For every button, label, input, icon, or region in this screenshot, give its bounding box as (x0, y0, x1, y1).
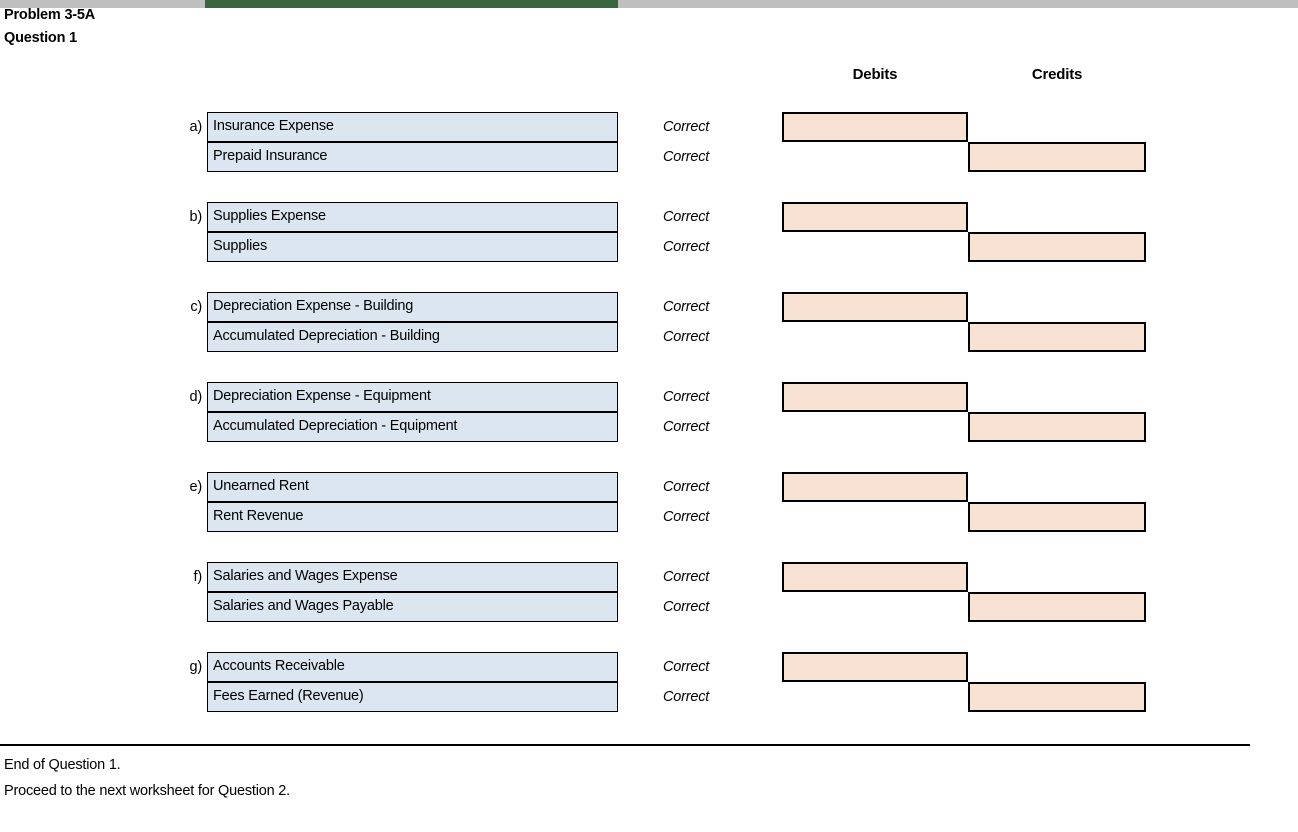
entry-letter-label: g) (189, 659, 203, 675)
answer-status-label: Correct (663, 239, 710, 255)
journal-entry-row: f)Salaries and Wages Expense Correct (0, 562, 1298, 592)
journal-entry-row: a)Insurance Expense Correct (0, 112, 1298, 142)
column-header-credits: Credits (1031, 66, 1083, 83)
entry-letter-label: a) (189, 119, 203, 135)
entry-letter-label: d) (189, 389, 203, 405)
debit-amount-input[interactable] (782, 652, 968, 682)
journal-entry-row: d)Depreciation Expense - Equipment Correc… (0, 382, 1298, 412)
answer-status-label: Correct (663, 509, 710, 525)
journal-entry-row: c) Depreciation Expense - Building Correct (0, 292, 1298, 322)
journal-entry-row: Accumulated Depreciation - Building Corre… (0, 322, 1298, 352)
answer-status-label: Correct (663, 149, 710, 165)
account-name-input[interactable]: Supplies Expense (207, 202, 618, 232)
journal-entry-row: e)Unearned Rent Correct (0, 472, 1298, 502)
credit-amount-input[interactable] (968, 232, 1146, 262)
journal-entry-row: Supplies Correct (0, 232, 1298, 262)
journal-entry-row: Rent Revenue Correct (0, 502, 1298, 532)
credit-amount-input[interactable] (968, 322, 1146, 352)
account-name-input[interactable]: Accumulated Depreciation - Equipment (207, 412, 618, 442)
window-chrome-strip (0, 0, 1298, 8)
answer-status-label: Correct (663, 419, 710, 435)
title-block: Problem 3-5A Question 1 (4, 4, 404, 50)
problem-title: Problem 3-5A (4, 7, 96, 23)
footer-block: End of Question 1. Proceed to the next w… (4, 752, 704, 804)
answer-status-label: Correct (663, 479, 710, 495)
account-name-input[interactable]: Rent Revenue (207, 502, 618, 532)
journal-entry-row: Accumulated Depreciation - Equipment Corr… (0, 412, 1298, 442)
answer-status-label: Correct (663, 119, 710, 135)
account-name-input[interactable]: Accumulated Depreciation - Building (207, 322, 618, 352)
account-name-input[interactable]: Prepaid Insurance (207, 142, 618, 172)
answer-status-label: Correct (663, 329, 710, 345)
journal-entry-row: g)Accounts Receivable Correct (0, 652, 1298, 682)
journal-entry-row: Prepaid Insurance Correct (0, 142, 1298, 172)
journal-entry-row: Salaries and Wages Payable Correct (0, 592, 1298, 622)
debit-amount-input[interactable] (782, 112, 968, 142)
account-name-input[interactable]: Salaries and Wages Payable (207, 592, 618, 622)
credit-amount-input[interactable] (968, 682, 1146, 712)
account-name-input[interactable]: Fees Earned (Revenue) (207, 682, 618, 712)
debit-amount-input[interactable] (782, 562, 968, 592)
account-name-input[interactable]: Depreciation Expense - Equipment (207, 382, 618, 412)
entry-letter-label: e) (189, 479, 203, 495)
answer-status-label: Correct (663, 209, 710, 225)
debit-amount-input[interactable] (782, 472, 968, 502)
debit-amount-input[interactable] (782, 382, 968, 412)
answer-status-label: Correct (663, 689, 710, 705)
footer-line-end-of-question: End of Question 1. (4, 757, 121, 773)
answer-status-label: Correct (663, 389, 710, 405)
journal-entry-row: b)Supplies Expense Correct (0, 202, 1298, 232)
account-name-input[interactable]: Unearned Rent (207, 472, 618, 502)
entry-letter-label: b) (189, 209, 203, 225)
journal-entry-row: Fees Earned (Revenue) Correct (0, 682, 1298, 712)
answer-status-label: Correct (663, 299, 710, 315)
credit-amount-input[interactable] (968, 592, 1146, 622)
active-worksheet-tab-strip[interactable] (205, 0, 618, 8)
answer-status-label: Correct (663, 569, 710, 585)
account-name-input[interactable]: Supplies (207, 232, 618, 262)
answer-status-label: Correct (663, 599, 710, 615)
footer-line-proceed: Proceed to the next worksheet for Questi… (4, 783, 290, 799)
column-header-debits: Debits (852, 66, 898, 83)
debit-amount-input[interactable] (782, 292, 968, 322)
account-name-input[interactable]: Insurance Expense (207, 112, 618, 142)
entry-letter-label: c) (190, 299, 202, 315)
debit-amount-input[interactable] (782, 202, 968, 232)
account-name-input[interactable]: Depreciation Expense - Building (207, 292, 618, 322)
question-title: Question 1 (4, 30, 77, 46)
credit-amount-input[interactable] (968, 412, 1146, 442)
account-name-input[interactable]: Salaries and Wages Expense (207, 562, 618, 592)
answer-status-label: Correct (663, 659, 710, 675)
credit-amount-input[interactable] (968, 142, 1146, 172)
entry-letter-label: f) (193, 569, 203, 585)
footer-divider (0, 744, 1250, 746)
credit-amount-input[interactable] (968, 502, 1146, 532)
account-name-input[interactable]: Accounts Receivable (207, 652, 618, 682)
